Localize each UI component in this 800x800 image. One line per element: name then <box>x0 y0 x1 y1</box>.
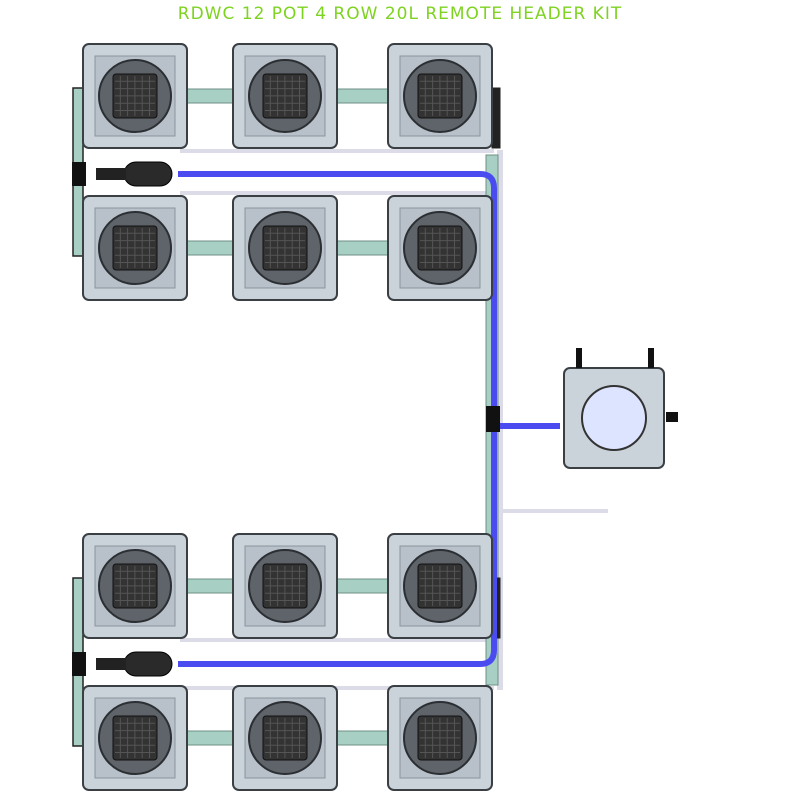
header-tank-lid <box>581 385 647 451</box>
blue-feed-hoses <box>178 171 560 667</box>
pot-20l <box>232 43 338 149</box>
hose-tee-fitting <box>486 406 500 432</box>
remote-header-tank <box>563 348 678 469</box>
feed-hose <box>178 426 497 667</box>
side-manifold-pipe <box>491 87 501 149</box>
pot-20l <box>387 43 493 149</box>
header-lifting-handle <box>648 348 654 368</box>
drain-valve-icon <box>72 162 86 186</box>
feed-hose <box>178 171 560 429</box>
drain-valve-icon <box>72 652 86 676</box>
kit-title: RDWC 12 POT 4 ROW 20L REMOTE HEADER KIT <box>177 4 623 24</box>
pot-grid <box>82 43 493 791</box>
pot-20l <box>232 533 338 639</box>
pot-20l <box>232 685 338 791</box>
pot-20l <box>82 685 188 791</box>
pot-20l <box>387 533 493 639</box>
submersible-pump-icon <box>72 651 173 677</box>
pot-20l <box>387 195 493 301</box>
pot-20l <box>387 685 493 791</box>
green-connecting-pipes <box>72 87 501 747</box>
pot-20l <box>82 195 188 301</box>
pump-group <box>72 161 173 677</box>
pot-20l <box>82 43 188 149</box>
header-lifting-handle <box>576 348 582 368</box>
submersible-pump-icon <box>72 161 173 187</box>
pot-20l <box>82 533 188 639</box>
pot-20l <box>232 195 338 301</box>
header-outlet-fitting <box>666 412 678 422</box>
